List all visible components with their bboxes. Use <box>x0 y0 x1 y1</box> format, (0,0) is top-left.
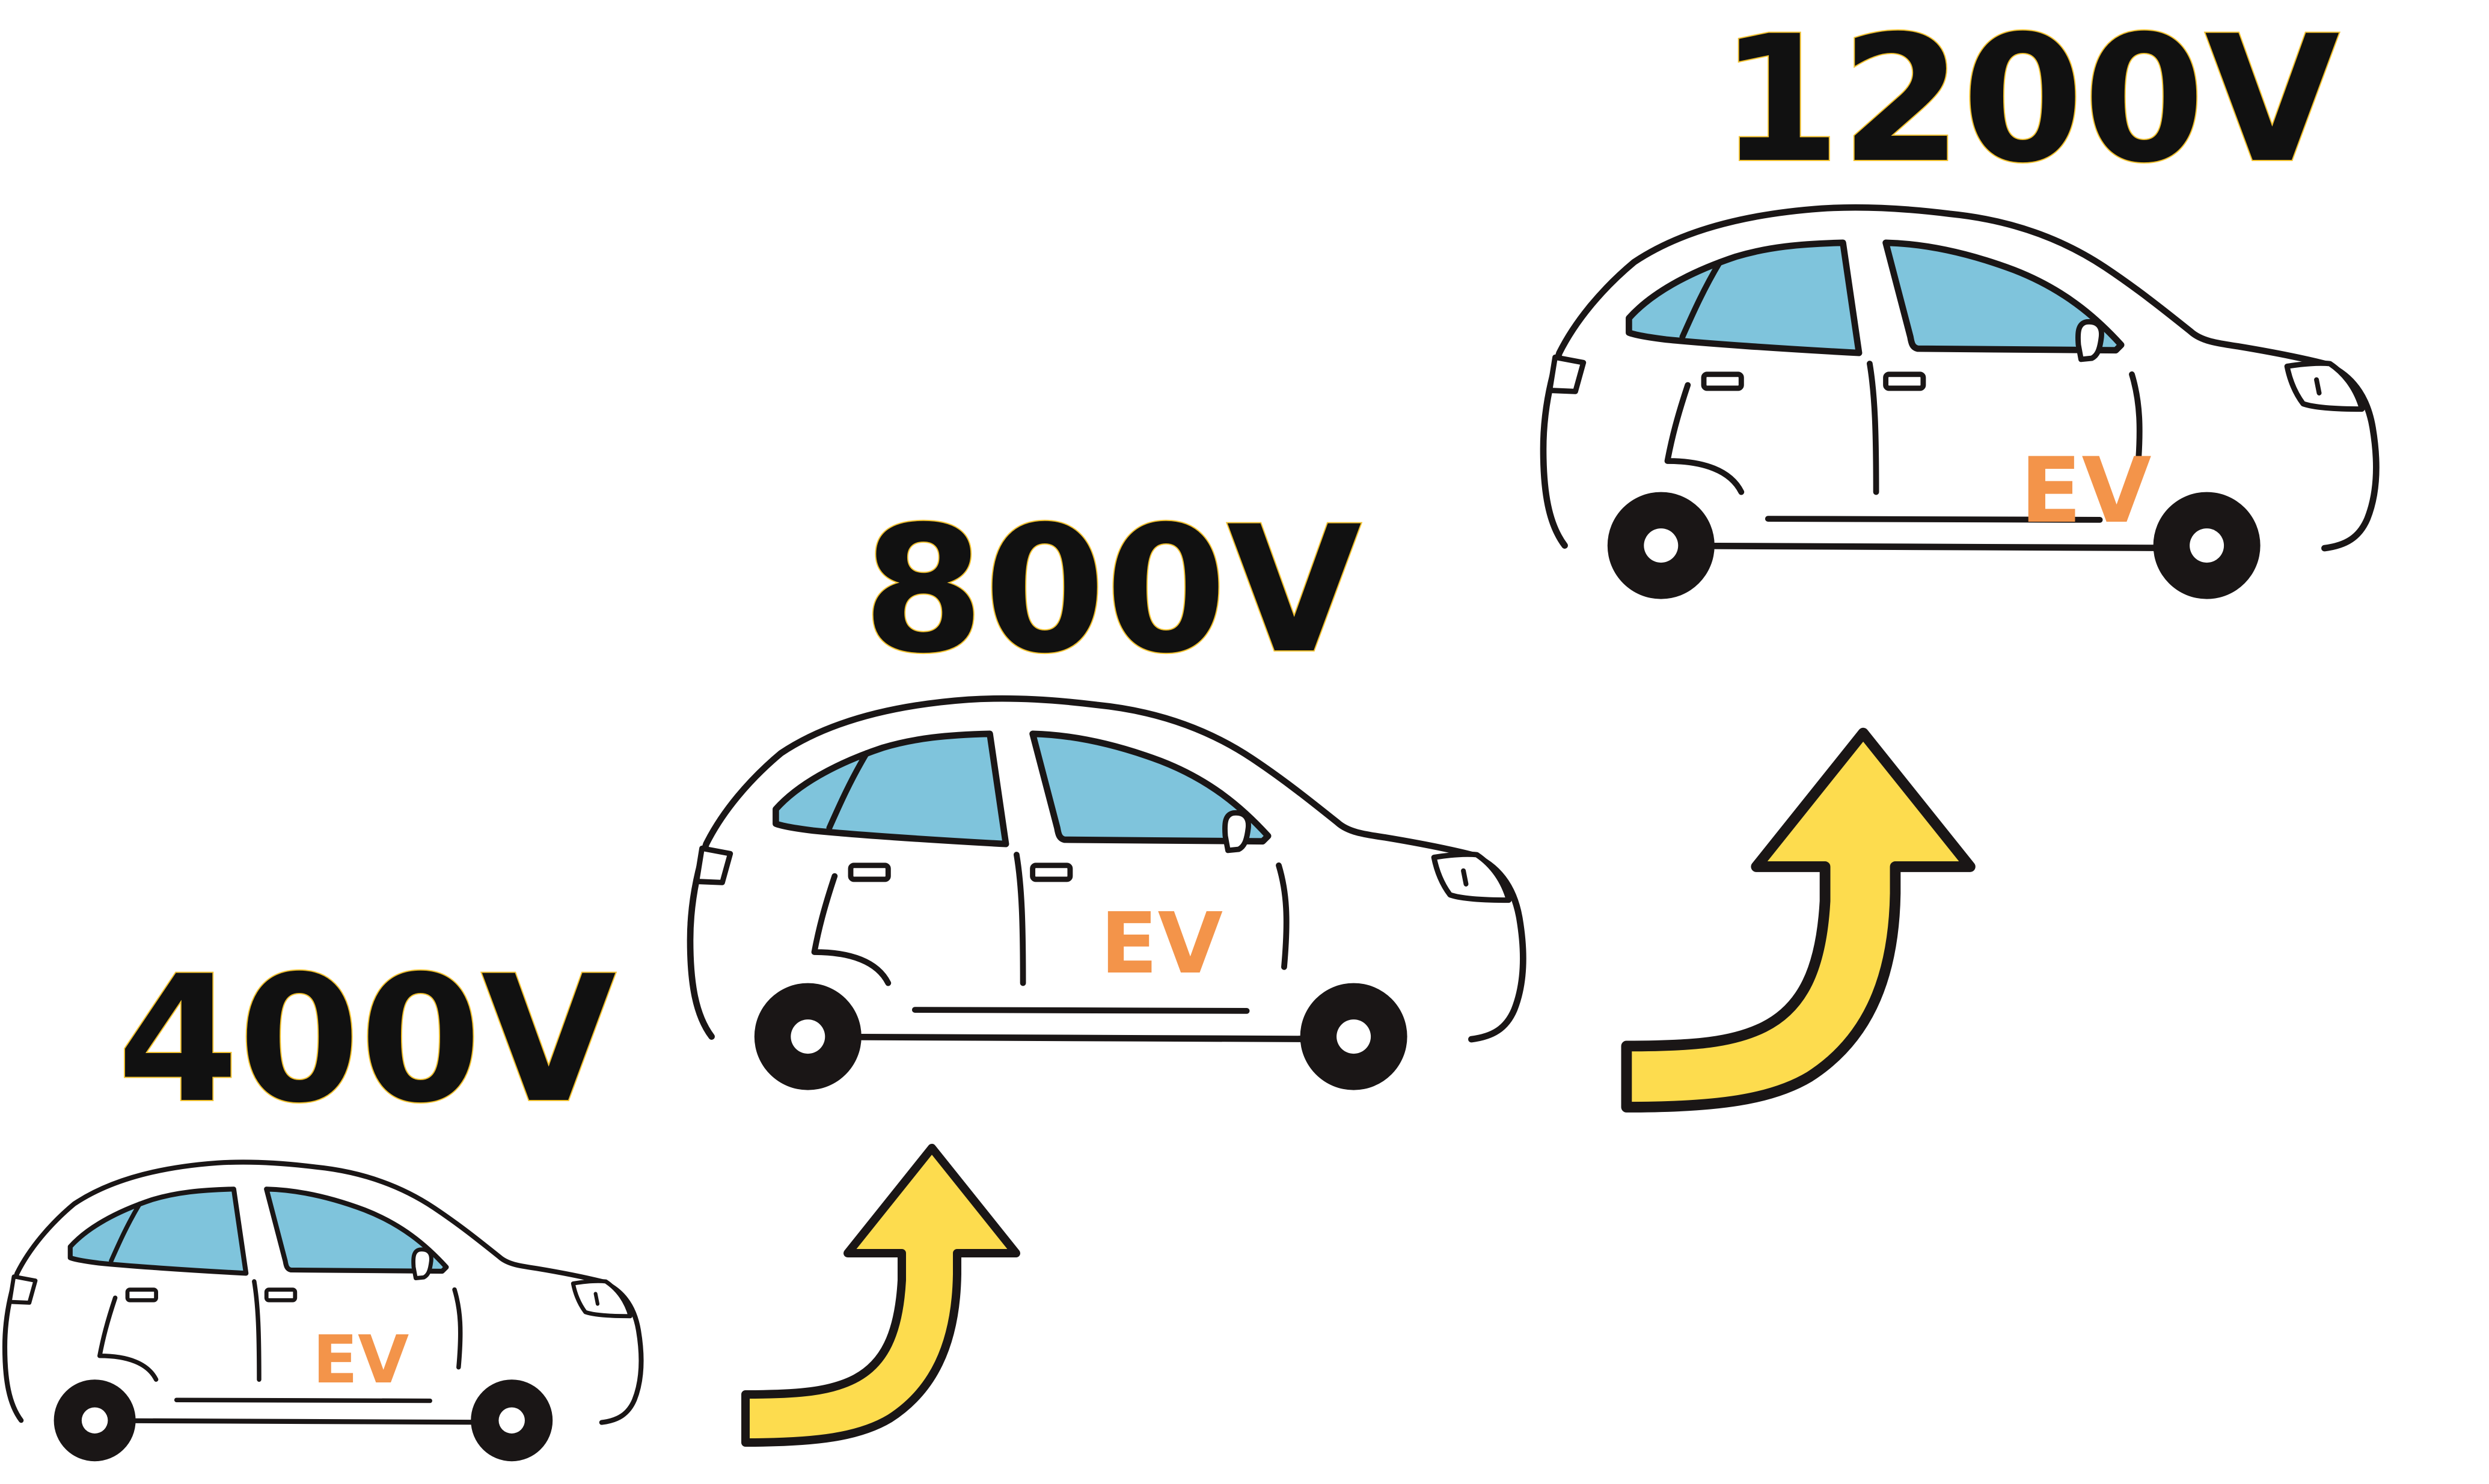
up-arrow-icon <box>1626 733 1970 1107</box>
ev-car-icon <box>1543 207 2376 599</box>
up-arrow-icon <box>745 1148 1016 1443</box>
voltage-label-800v: 800V <box>863 489 1363 692</box>
ev-car-icon <box>5 1162 641 1461</box>
voltage-label-400v: 400V <box>117 939 617 1141</box>
ev-badge: EV <box>313 1321 409 1398</box>
voltage-label-1200v: 1200V <box>1719 0 2341 201</box>
ev-car-icon <box>690 698 1523 1090</box>
ev-badge: EV <box>1100 895 1223 993</box>
ev-badge: EV <box>2020 439 2152 543</box>
